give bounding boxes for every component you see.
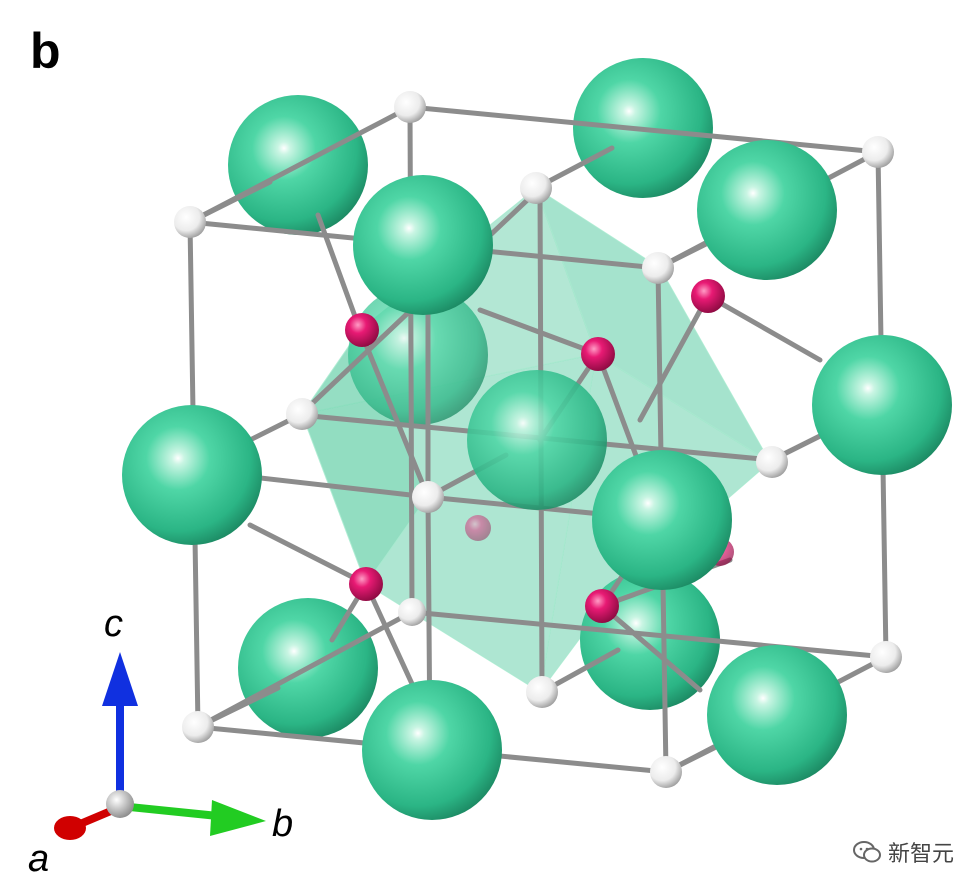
- white-atoms: [174, 91, 902, 788]
- large-atom: [353, 175, 493, 315]
- front-large-atoms: [353, 140, 847, 820]
- large-atom: [122, 405, 262, 545]
- white-atom: [174, 206, 206, 238]
- wechat-icon: [852, 841, 881, 863]
- axis-b-arrow: [210, 800, 266, 836]
- white-atom: [520, 172, 552, 204]
- axis-a-label: a: [28, 838, 50, 880]
- large-atom: [467, 370, 607, 510]
- large-atom: [707, 645, 847, 785]
- white-atom: [286, 398, 318, 430]
- white-atom: [862, 136, 894, 168]
- white-atom: [650, 756, 682, 788]
- magenta-atom: [691, 279, 725, 313]
- white-atom: [182, 711, 214, 743]
- magenta-atom: [581, 337, 615, 371]
- axis-b-label: b: [272, 803, 294, 845]
- axis-triad: [54, 652, 266, 840]
- axis-c-label: c: [104, 603, 123, 645]
- large-atom: [697, 140, 837, 280]
- white-atom: [412, 481, 444, 513]
- watermark: 新智元: [852, 836, 954, 868]
- white-atom: [642, 252, 674, 284]
- magenta-atom: [349, 567, 383, 601]
- white-atom: [870, 641, 902, 673]
- white-atom: [756, 446, 788, 478]
- axis-a-arrow: [54, 816, 86, 840]
- white-atom: [526, 676, 558, 708]
- white-atom: [398, 598, 426, 626]
- large-atom: [592, 450, 732, 590]
- watermark-text: 新智元: [887, 842, 954, 867]
- large-atom: [362, 680, 502, 820]
- white-atom: [394, 91, 426, 123]
- large-atom: [812, 335, 952, 475]
- magenta-atom: [345, 313, 379, 347]
- magenta-atom: [585, 589, 619, 623]
- magenta-atom: [465, 515, 491, 541]
- axis-c-arrow: [102, 652, 138, 706]
- panel-label: b: [30, 23, 61, 79]
